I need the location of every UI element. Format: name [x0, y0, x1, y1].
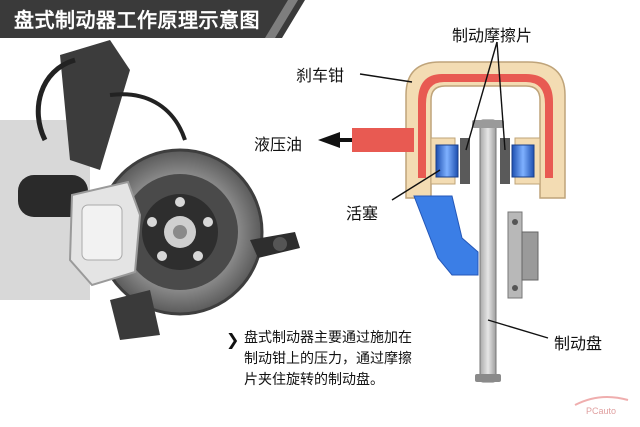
- label-hydraulic-oil: 液压油: [254, 135, 303, 154]
- leader-disc: [487, 319, 549, 339]
- brake-hose: [35, 57, 76, 142]
- description-line: 片夹住旋转的制动盘。: [244, 372, 384, 388]
- suspension-strut: [60, 40, 130, 170]
- piston-right: [511, 144, 535, 178]
- mounting-bracket: [413, 195, 479, 276]
- description-line: 盘式制动器主要通过施加在: [244, 330, 412, 346]
- caliper-schematic: [318, 41, 566, 383]
- hub-bolts: [512, 219, 518, 291]
- title-banner: [0, 0, 305, 38]
- brake-assembly-photo: [0, 40, 300, 340]
- leader-pad-left: [465, 41, 498, 151]
- label-piston: 活塞: [346, 204, 379, 223]
- friction-pad-right: [500, 138, 510, 184]
- leader-pad-right: [496, 41, 506, 151]
- oil-line: [352, 128, 414, 152]
- svg-text:PCauto: PCauto: [586, 406, 616, 416]
- caliper-shell: [405, 61, 566, 199]
- caliper-fluid-channel: [418, 74, 553, 178]
- oil-arrow: [318, 132, 352, 148]
- label-brake-disc: 制动盘: [554, 334, 603, 353]
- label-friction-pads: 制动摩擦片: [452, 26, 533, 45]
- chevron-right-icon: ❯: [226, 330, 240, 349]
- leader-piston: [391, 169, 441, 201]
- watermark-logo: PCauto: [574, 395, 629, 416]
- friction-pad-left: [460, 138, 470, 184]
- lower-arm: [110, 290, 160, 340]
- drive-shaft: [18, 175, 88, 217]
- sensor-cable: [109, 92, 187, 141]
- description-line: 制动钳上的压力，通过摩擦: [244, 351, 412, 367]
- label-caliper: 刹车钳: [296, 66, 345, 85]
- piston-left: [435, 144, 459, 178]
- description-text: 盘式制动器主要通过施加在 制动钳上的压力，通过摩擦 片夹住旋转的制动盘。: [244, 328, 474, 391]
- wheel-studs: [147, 197, 213, 261]
- page-title: 盘式制动器工作原理示意图: [14, 8, 260, 32]
- brake-disc: [479, 119, 497, 383]
- leader-lines: [359, 41, 549, 339]
- leader-caliper: [359, 73, 413, 83]
